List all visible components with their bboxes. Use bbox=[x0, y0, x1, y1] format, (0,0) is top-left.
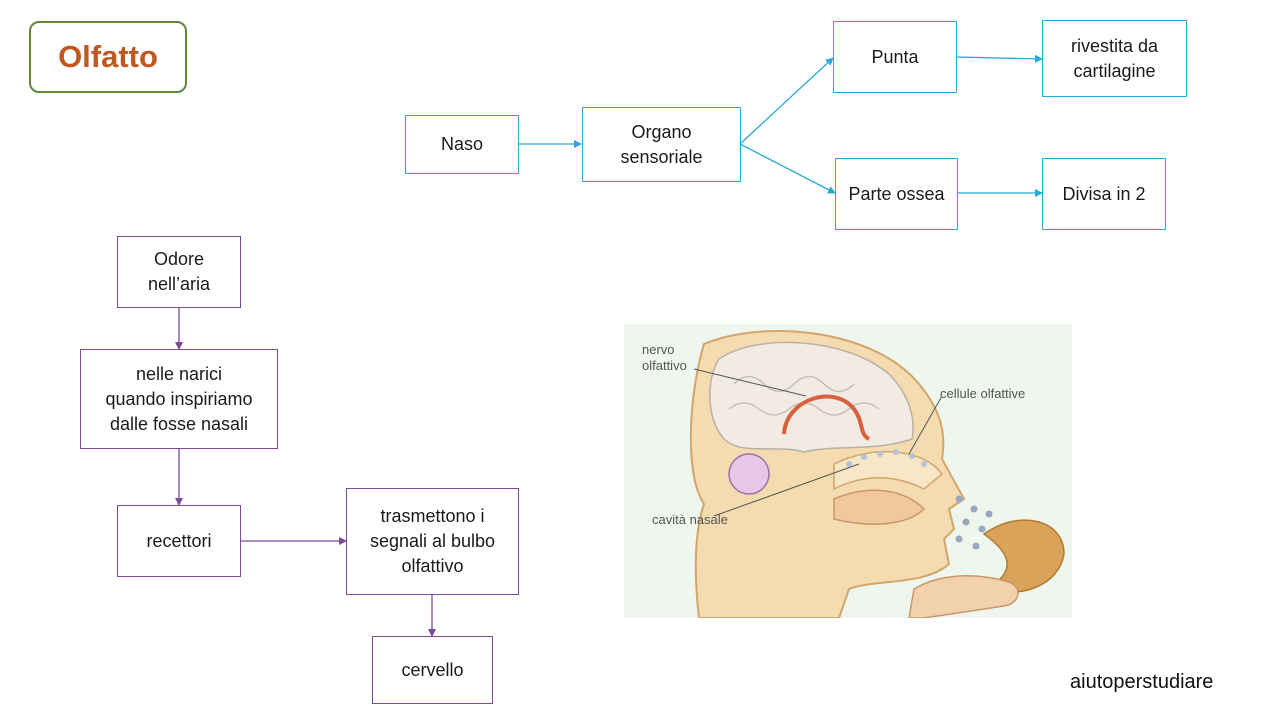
node-recettori: recettori bbox=[117, 505, 241, 577]
watermark-text: aiutoperstudiare bbox=[1070, 671, 1214, 693]
mouth-shape bbox=[833, 489, 926, 525]
node-parte-ossea: Parte ossea bbox=[835, 158, 958, 230]
leader-nervo bbox=[693, 368, 807, 397]
leader-cavita bbox=[713, 463, 860, 517]
node-naso: Naso bbox=[405, 115, 519, 174]
olfactory-nerve bbox=[782, 394, 871, 441]
node-odore-aria: Odore nell’aria bbox=[117, 236, 241, 308]
label-cellule-olfattive: cellule olfattive bbox=[940, 386, 1026, 401]
head-illustration: nervo olfattivo cellule olfattive cavità… bbox=[624, 324, 1072, 619]
node-rivestita-cartilagine: rivestita da cartilagine bbox=[1042, 20, 1187, 97]
title-box: Olfatto bbox=[29, 21, 187, 93]
node-organo-sensoriale: Organo sensoriale bbox=[582, 107, 741, 182]
receptor-dots bbox=[846, 449, 927, 467]
label-cavita-nasale: cavità nasale bbox=[652, 512, 728, 527]
node-cervello: cervello bbox=[372, 636, 493, 704]
page-title: Olfatto bbox=[58, 39, 158, 74]
arrow-organo-ossea bbox=[739, 143, 836, 194]
croissant-shape bbox=[982, 519, 1065, 593]
head-drawing bbox=[689, 330, 1065, 619]
label-nervo-olfattivo: nervo olfattivo bbox=[642, 342, 687, 373]
hand-shape bbox=[908, 575, 1019, 619]
node-trasmettono: trasmettono i segnali al bulbo olfattivo bbox=[346, 488, 519, 595]
node-divisa-in-2: Divisa in 2 bbox=[1042, 158, 1166, 230]
arrow-punta-rivestita bbox=[955, 54, 1043, 63]
nasal-cavity-shape bbox=[833, 450, 944, 491]
arrow-organo-punta bbox=[739, 57, 834, 145]
cerebellum bbox=[728, 453, 770, 495]
node-punta: Punta bbox=[833, 21, 957, 93]
node-narici: nelle narici quando inspiriamo dalle fos… bbox=[80, 349, 278, 449]
leader-cellule bbox=[908, 395, 943, 455]
